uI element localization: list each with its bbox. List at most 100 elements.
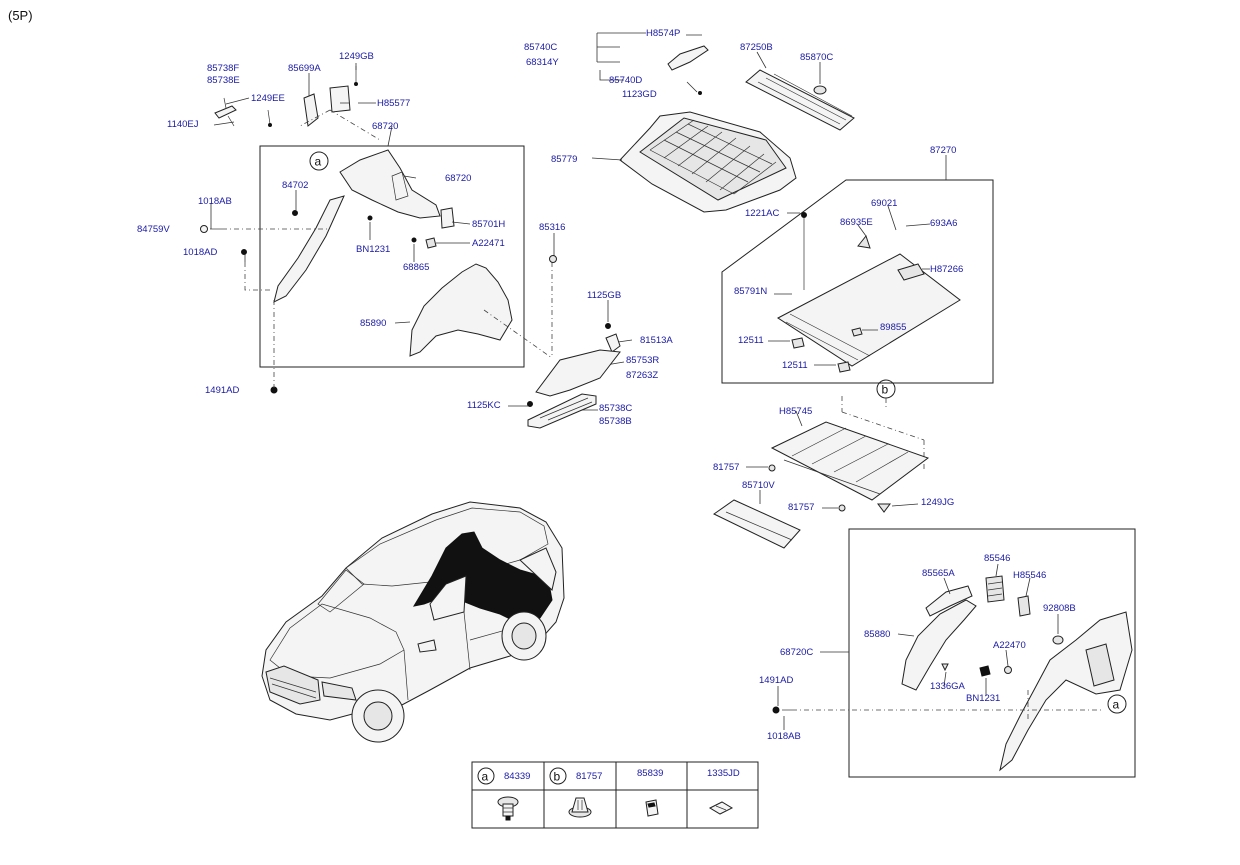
label-68865: 68865 [403, 262, 429, 273]
quarter-trim-vent [391, 171, 409, 201]
label-81513A: 81513A [640, 335, 673, 346]
label-H85745: H85745 [779, 406, 812, 417]
quarter-trim-68720C-part [999, 611, 1133, 772]
clip-H85546-part [1017, 595, 1031, 617]
label-92808B: 92808B [1043, 603, 1076, 614]
legend-part-84339: 84339 [504, 771, 530, 782]
left-leaders [210, 63, 471, 324]
label-85880: 85880 [864, 629, 890, 640]
label-H85546: H85546 [1013, 570, 1046, 581]
label-85701H: 85701H [472, 219, 505, 230]
under-tray-H85745-part [770, 421, 930, 501]
pillar-trim-part [273, 195, 345, 303]
fastener-BN1231 [367, 215, 373, 221]
label-89855: 89855 [880, 322, 906, 333]
left-trim-frame [259, 145, 525, 368]
label-69021: 69021 [871, 198, 897, 209]
legend-part-85839: 85839 [637, 768, 663, 779]
trim-85880-part [901, 599, 977, 691]
label-85738C: 85738C [599, 403, 632, 414]
luggage-tray-mesh [649, 119, 777, 195]
quarter-trim-box [1085, 643, 1115, 687]
center-top-leaders [596, 32, 702, 93]
clip-12511b-part [837, 361, 851, 373]
label-1123GD: 1123GD [622, 89, 657, 100]
left-trim-group: a 85738F 85738E 85699A 1249GB 1249EE H85… [137, 51, 553, 396]
label-1249EE: 1249EE [251, 93, 285, 104]
callout-a-right [1107, 694, 1127, 714]
label-85710V: 85710V [742, 480, 775, 491]
fastener-1491AD-right [772, 706, 780, 714]
bracket-H8574P-part [667, 45, 709, 71]
sill-trim-85753R-part [535, 349, 621, 397]
label-68314Y: 68314Y [526, 57, 559, 68]
label-1018AB-right: 1018AB [767, 731, 801, 742]
label-H85577: H85577 [377, 98, 410, 109]
right-trim-dashed [792, 690, 1104, 720]
center-sill-leaders [508, 233, 633, 411]
vehicle-front-hub [363, 701, 393, 731]
screw-1123GD [698, 91, 702, 95]
legend-icon-1335JD [708, 801, 734, 815]
legend-callout-a-letter: a [482, 770, 489, 784]
label-85870C: 85870C [800, 52, 833, 63]
label-85738E: 85738E [207, 75, 240, 86]
clip-A22470-part [1004, 666, 1012, 674]
label-693A6: 693A6 [930, 218, 957, 229]
clip-1249JG [877, 503, 891, 513]
bracket-85699A-part [303, 93, 319, 127]
label-84702: 84702 [282, 180, 308, 191]
label-BN1231-right: BN1231 [966, 693, 1000, 704]
legend-icon-84339 [497, 796, 519, 821]
floor-board-group: 87270 1221AC 69021 86935E 693A6 H87266 8… [721, 145, 994, 384]
clip-12511a-part [791, 337, 805, 349]
fastener-84702 [292, 210, 298, 216]
cap-85870C-part [813, 85, 827, 95]
label-1336GA: 1336GA [930, 681, 966, 692]
label-1125KC: 1125KC [467, 400, 501, 411]
legend-callout-b-letter: b [554, 770, 561, 784]
screw-1125KC [527, 401, 533, 407]
tray-support-rib [725, 511, 793, 541]
hook-86935E-part [857, 234, 871, 249]
fastener-68865 [411, 237, 417, 243]
label-85738F: 85738F [207, 63, 239, 74]
grille-85546-slats [987, 581, 1003, 597]
label-85740C: 85740C [524, 42, 557, 53]
label-A22471: A22471 [472, 238, 505, 249]
label-85890: 85890 [360, 318, 386, 329]
label-85565A: 85565A [922, 568, 955, 579]
legend-callout-a [477, 767, 495, 785]
label-86935E: 86935E [840, 217, 873, 228]
vehicle-roof [345, 507, 549, 587]
label-85753R: 85753R [626, 355, 659, 366]
floor-board-87270-part [777, 253, 961, 367]
scuff-plate-ribs [757, 73, 853, 125]
label-1249JG: 1249JG [921, 497, 954, 508]
label-85791N: 85791N [734, 286, 767, 297]
label-BN1231-left: BN1231 [356, 244, 390, 255]
label-85699A: 85699A [288, 63, 321, 74]
label-H87266: H87266 [930, 264, 963, 275]
legend-table-frame [471, 761, 759, 829]
label-A22470: A22470 [993, 640, 1026, 651]
sill-plate-85738C-part [527, 393, 597, 429]
vehicle-rear-window [519, 547, 557, 591]
bracket-85738-part [214, 105, 237, 119]
floor-board-frame [721, 179, 994, 384]
callout-b-letter: b [882, 383, 889, 397]
label-84759V: 84759V [137, 224, 170, 235]
label-1221AC: 1221AC [745, 208, 779, 219]
label-85738B: 85738B [599, 416, 632, 427]
right-trim-frame [848, 528, 1136, 778]
center-sill-group: 85316 1125GB 81513A 85753R 87263Z 1125KC… [467, 222, 673, 429]
leader-85779 [591, 157, 623, 161]
label-85316: 85316 [539, 222, 565, 233]
vehicle-headlight [321, 681, 357, 701]
vehicle-grille-bars [269, 677, 317, 699]
trim-85565A-part [925, 585, 973, 617]
label-12511-b: 12511 [782, 360, 808, 371]
vehicle-mirror [417, 639, 437, 653]
label-85546: 85546 [984, 553, 1010, 564]
